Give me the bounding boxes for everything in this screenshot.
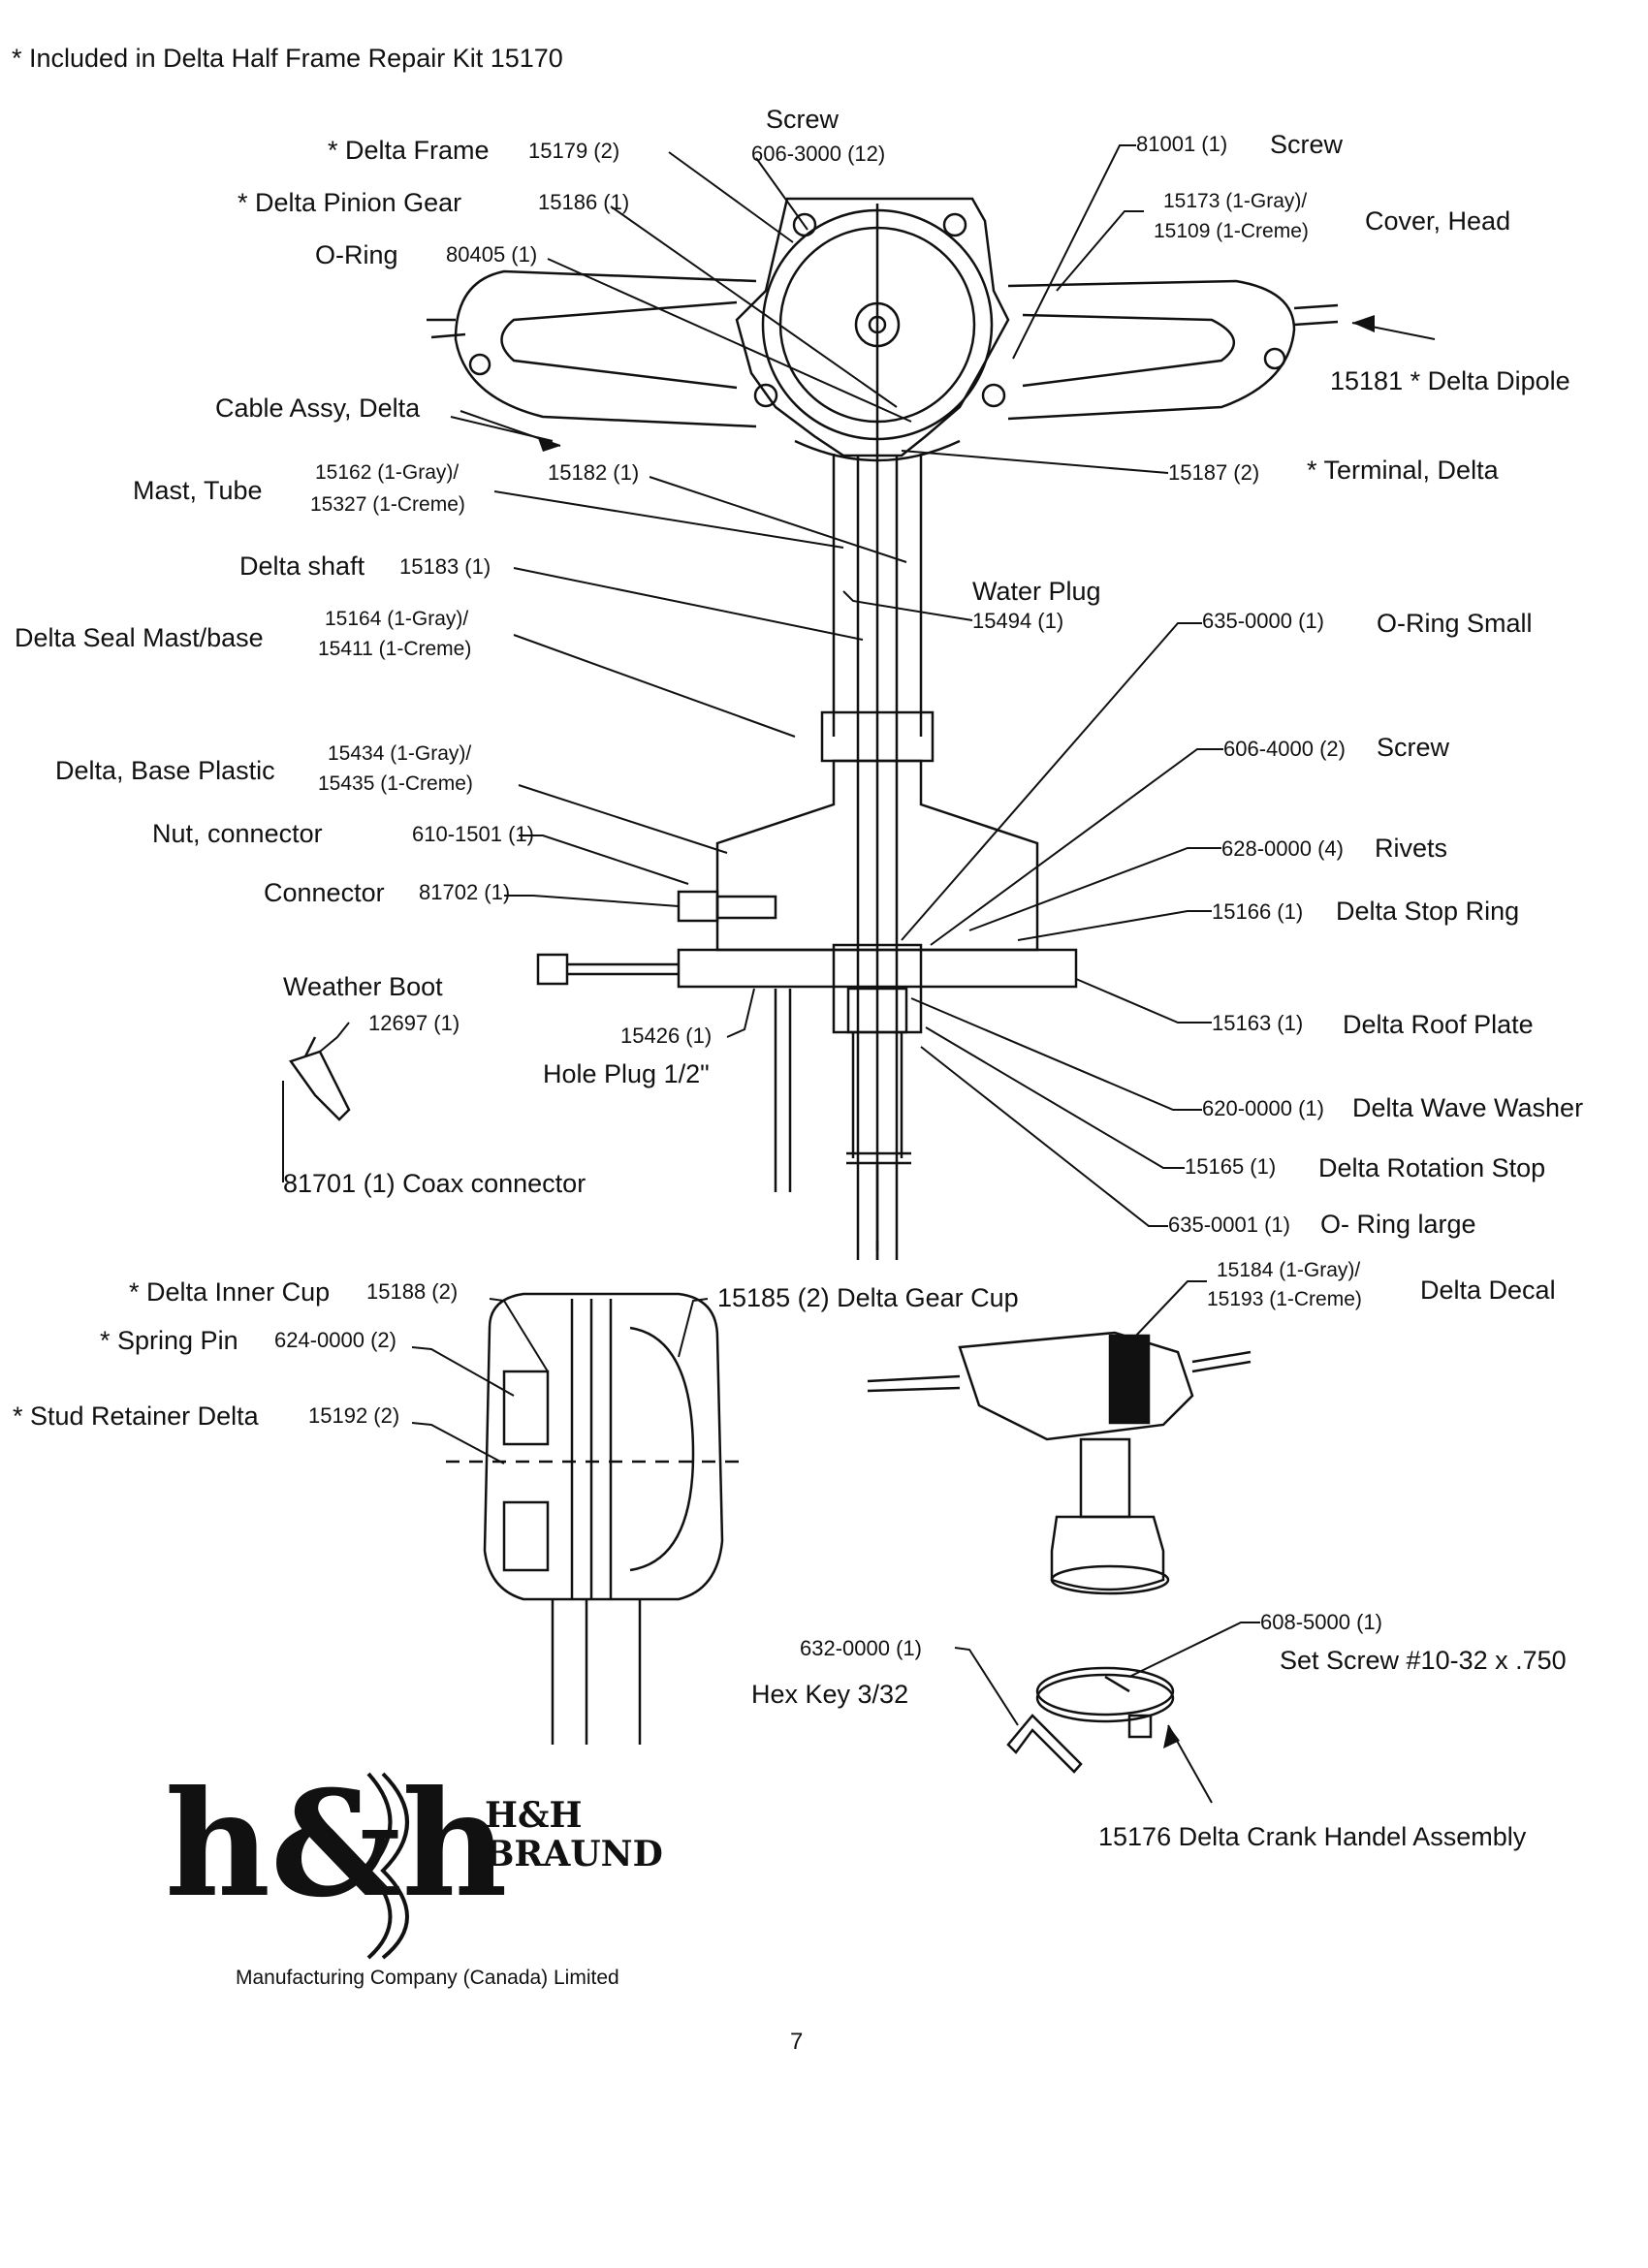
label-rotation-stop: Delta Rotation Stop: [1318, 1153, 1546, 1182]
num-delta-frame: 15179 (2): [528, 139, 620, 163]
logo-line2: BRAUND: [485, 1834, 663, 1874]
num-seal-2: 15411 (1-Creme): [318, 638, 472, 660]
hh-logo-mark: h&h: [165, 1759, 508, 1960]
num-water-plug: 15494 (1): [972, 609, 1064, 633]
num-seal-1: 15164 (1-Gray)/: [325, 608, 469, 630]
num-stud-retainer: 15192 (2): [308, 1403, 400, 1428]
num-screw-mid: 606-4000 (2): [1223, 737, 1346, 761]
label-stop-ring: Delta Stop Ring: [1336, 897, 1520, 926]
label-connector: Connector: [264, 878, 385, 907]
num-oring-large: 635-0001 (1): [1168, 1213, 1290, 1237]
weather-boot-drawing: [288, 1036, 351, 1121]
label-screw-top: Screw: [766, 105, 840, 134]
num-rotation-stop: 15165 (1): [1185, 1154, 1277, 1179]
num-terminal: 15187 (2): [1168, 460, 1260, 485]
num-15182: 15182 (1): [548, 460, 640, 485]
num-screw-top: 606-3000 (12): [751, 142, 886, 166]
label-screw-mid: Screw: [1377, 733, 1450, 762]
num-decal-2: 15193 (1-Creme): [1207, 1288, 1362, 1310]
num-delta-shaft: 15183 (1): [399, 554, 491, 579]
num-pinion-gear: 15186 (1): [538, 190, 630, 214]
label-pinion-gear: * Delta Pinion Gear: [238, 188, 462, 217]
label-roof-plate: Delta Roof Plate: [1343, 1010, 1534, 1039]
label-stud-retainer: * Stud Retainer Delta: [13, 1402, 259, 1431]
label-cable-assy: Cable Assy, Delta: [215, 394, 421, 423]
page-number: 7: [790, 2029, 804, 2055]
num-wave-washer: 620-0000 (1): [1202, 1096, 1324, 1120]
num-connector: 81702 (1): [419, 880, 511, 904]
logo-line1: H&H: [485, 1795, 583, 1836]
label-oring-large: O- Ring large: [1320, 1210, 1476, 1239]
label-spring-pin: * Spring Pin: [100, 1326, 238, 1355]
num-spring-pin: 624-0000 (2): [274, 1328, 396, 1352]
num-nut-connector: 610-1501 (1): [412, 822, 534, 846]
num-base-1: 15434 (1-Gray)/: [328, 742, 472, 765]
label-hex-key: Hex Key 3/32: [751, 1680, 909, 1709]
label-water-plug: Water Plug: [972, 577, 1101, 606]
label-terminal: * Terminal, Delta: [1307, 456, 1499, 485]
label-oring-small: O-Ring Small: [1377, 609, 1533, 638]
label-nut-connector: Nut, connector: [152, 819, 323, 848]
num-inner-cup: 15188 (2): [366, 1279, 459, 1304]
crank-handle-drawing: [1035, 1666, 1175, 1739]
leader-lines: [282, 144, 1436, 1804]
num-oring-80405: 80405 (1): [446, 242, 538, 267]
assembled-antenna-drawing: [867, 1331, 1252, 1595]
num-mast-tube-1: 15162 (1-Gray)/: [315, 461, 460, 484]
label-set-screw: Set Screw #10-32 x .750: [1280, 1646, 1567, 1675]
num-hole-plug: 15426 (1): [620, 1024, 713, 1048]
svg-text:h&h: h&h: [165, 1759, 508, 1930]
num-screw-right: 81001 (1): [1136, 132, 1228, 156]
label-inner-cup: * Delta Inner Cup: [129, 1277, 331, 1307]
label-screw-right: Screw: [1270, 130, 1344, 159]
num-base-2: 15435 (1-Creme): [318, 772, 473, 795]
num-roof-plate: 15163 (1): [1212, 1011, 1304, 1035]
num-stop-ring: 15166 (1): [1212, 899, 1304, 924]
antenna-head-drawing: [427, 197, 1339, 462]
label-delta-dipole: 15181 * Delta Dipole: [1330, 366, 1570, 395]
hex-key-drawing: [1006, 1714, 1083, 1774]
label-crank-assembly: 15176 Delta Crank Handel Assembly: [1098, 1822, 1527, 1851]
num-oring-small: 635-0000 (1): [1202, 609, 1324, 633]
num-rivets: 628-0000 (4): [1221, 836, 1344, 861]
label-hole-plug: Hole Plug 1/2": [543, 1059, 710, 1088]
label-decal: Delta Decal: [1420, 1276, 1556, 1305]
base-drawing: [536, 759, 1078, 1250]
label-oring-80405: O-Ring: [315, 240, 398, 269]
label-wave-washer: Delta Wave Washer: [1352, 1093, 1584, 1122]
num-mast-tube-2: 15327 (1-Creme): [310, 493, 465, 516]
num-hex-key: 632-0000 (1): [800, 1636, 922, 1660]
label-cover-head: Cover, Head: [1365, 206, 1511, 236]
kit-note: * Included in Delta Half Frame Repair Ki…: [12, 44, 563, 73]
label-delta-frame: * Delta Frame: [328, 136, 490, 165]
label-weather-boot: Weather Boot: [283, 972, 443, 1001]
label-rivets: Rivets: [1375, 834, 1448, 863]
label-base-plastic: Delta, Base Plastic: [55, 756, 275, 785]
label-delta-shaft: Delta shaft: [239, 551, 365, 581]
num-set-screw: 608-5000 (1): [1260, 1610, 1382, 1634]
num-cover-head-1: 15173 (1-Gray)/: [1163, 190, 1308, 212]
arrowheads: [538, 315, 1375, 1748]
label-gear-cup: 15185 (2) Delta Gear Cup: [717, 1283, 1019, 1312]
gear-cup-drawing: [446, 1292, 746, 1745]
label-coax-connector: 81701 (1) Coax connector: [283, 1169, 586, 1198]
num-decal-1: 15184 (1-Gray)/: [1217, 1259, 1361, 1281]
logo-tagline: Manufacturing Company (Canada) Limited: [236, 1967, 619, 1989]
label-seal-mast-base: Delta Seal Mast/base: [15, 623, 264, 652]
num-weather-boot: 12697 (1): [368, 1011, 460, 1035]
mast-drawing: [820, 454, 935, 1260]
label-mast-tube: Mast, Tube: [133, 476, 263, 505]
num-cover-head-2: 15109 (1-Creme): [1154, 220, 1309, 242]
